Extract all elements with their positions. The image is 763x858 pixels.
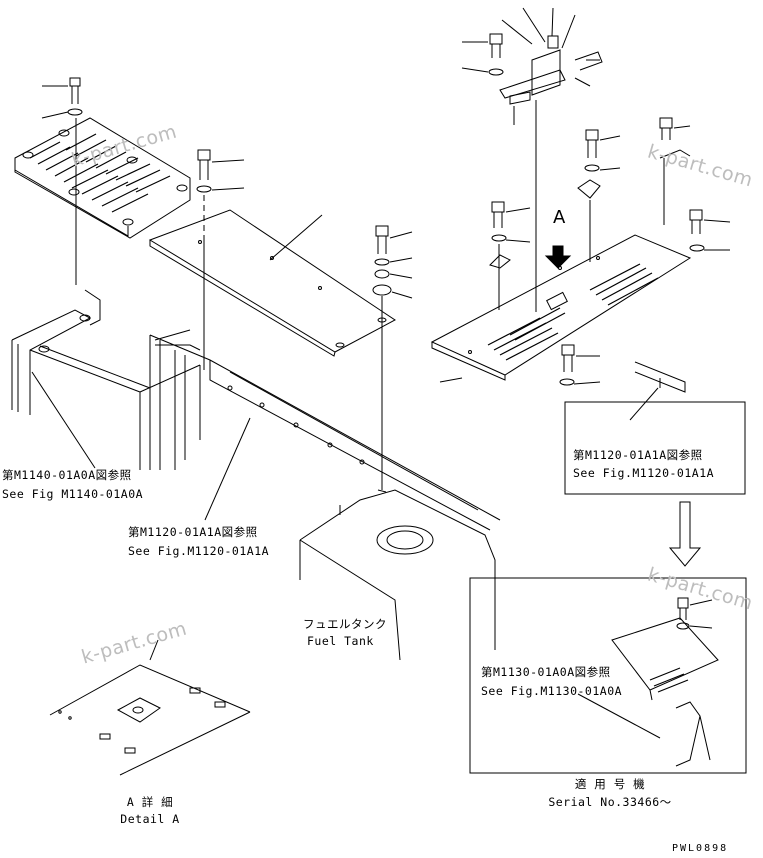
- ref-m1120-center-en: See Fig.M1120-01A1A: [128, 544, 270, 558]
- fuel-tank-jp: フュエルタンク: [303, 617, 387, 631]
- leader-lines: [31, 329, 659, 521]
- detail-a-sketch: [49, 639, 251, 776]
- ref-m1130-en: See Fig.M1130-01A0A: [481, 684, 623, 698]
- cover-plate-right: [430, 234, 692, 381]
- bolt-top-left: [41, 77, 83, 285]
- bolt-right-far: [659, 117, 691, 225]
- ref-m1120-center-jp: 第M1120-01A1A図参照: [128, 525, 258, 539]
- drawing-code: PWL0898: [672, 843, 729, 854]
- bolt-center-right: [372, 225, 413, 490]
- bracket-strip: [634, 361, 686, 393]
- fuel-tank-en: Fuel Tank: [307, 634, 374, 648]
- down-arrow: [668, 501, 702, 567]
- serial-inset-drawing: [577, 597, 719, 767]
- ref-box-right: [564, 401, 746, 495]
- ref-m1120-right-en: See Fig.M1120-01A1A: [573, 466, 715, 480]
- center-cover-plate: [148, 209, 396, 357]
- detail-a-title-en: Detail A: [120, 812, 180, 826]
- view-arrow-a: [544, 245, 572, 269]
- ref-m1140-jp: 第M1140-01A0A図参照: [2, 468, 132, 482]
- ref-m1130-jp: 第M1130-01A0A図参照: [481, 665, 611, 679]
- serial-detail-box: [469, 577, 747, 774]
- bolt-right-top: [577, 129, 621, 262]
- cover-plate-left: [14, 117, 191, 239]
- ref-m1120-right-jp: 第M1120-01A1A図参照: [573, 448, 703, 462]
- serial-title-jp: 適 用 号 機: [574, 777, 646, 791]
- bolt-right-upper: [489, 201, 531, 310]
- bracket-top: [461, 7, 603, 312]
- detail-a-title-jp: A 詳 細: [126, 795, 174, 809]
- view-marker-a: A: [553, 207, 566, 228]
- bolt-center-left: [196, 149, 245, 370]
- ref-m1140-en: See Fig M1140-01A0A: [2, 487, 144, 501]
- fuel-tank: [299, 489, 496, 661]
- bolt-right-edge: [689, 209, 731, 252]
- chassis-frame: [11, 289, 501, 531]
- bolt-right-lower: [559, 344, 601, 386]
- serial-number: Serial No.33466～: [548, 795, 672, 809]
